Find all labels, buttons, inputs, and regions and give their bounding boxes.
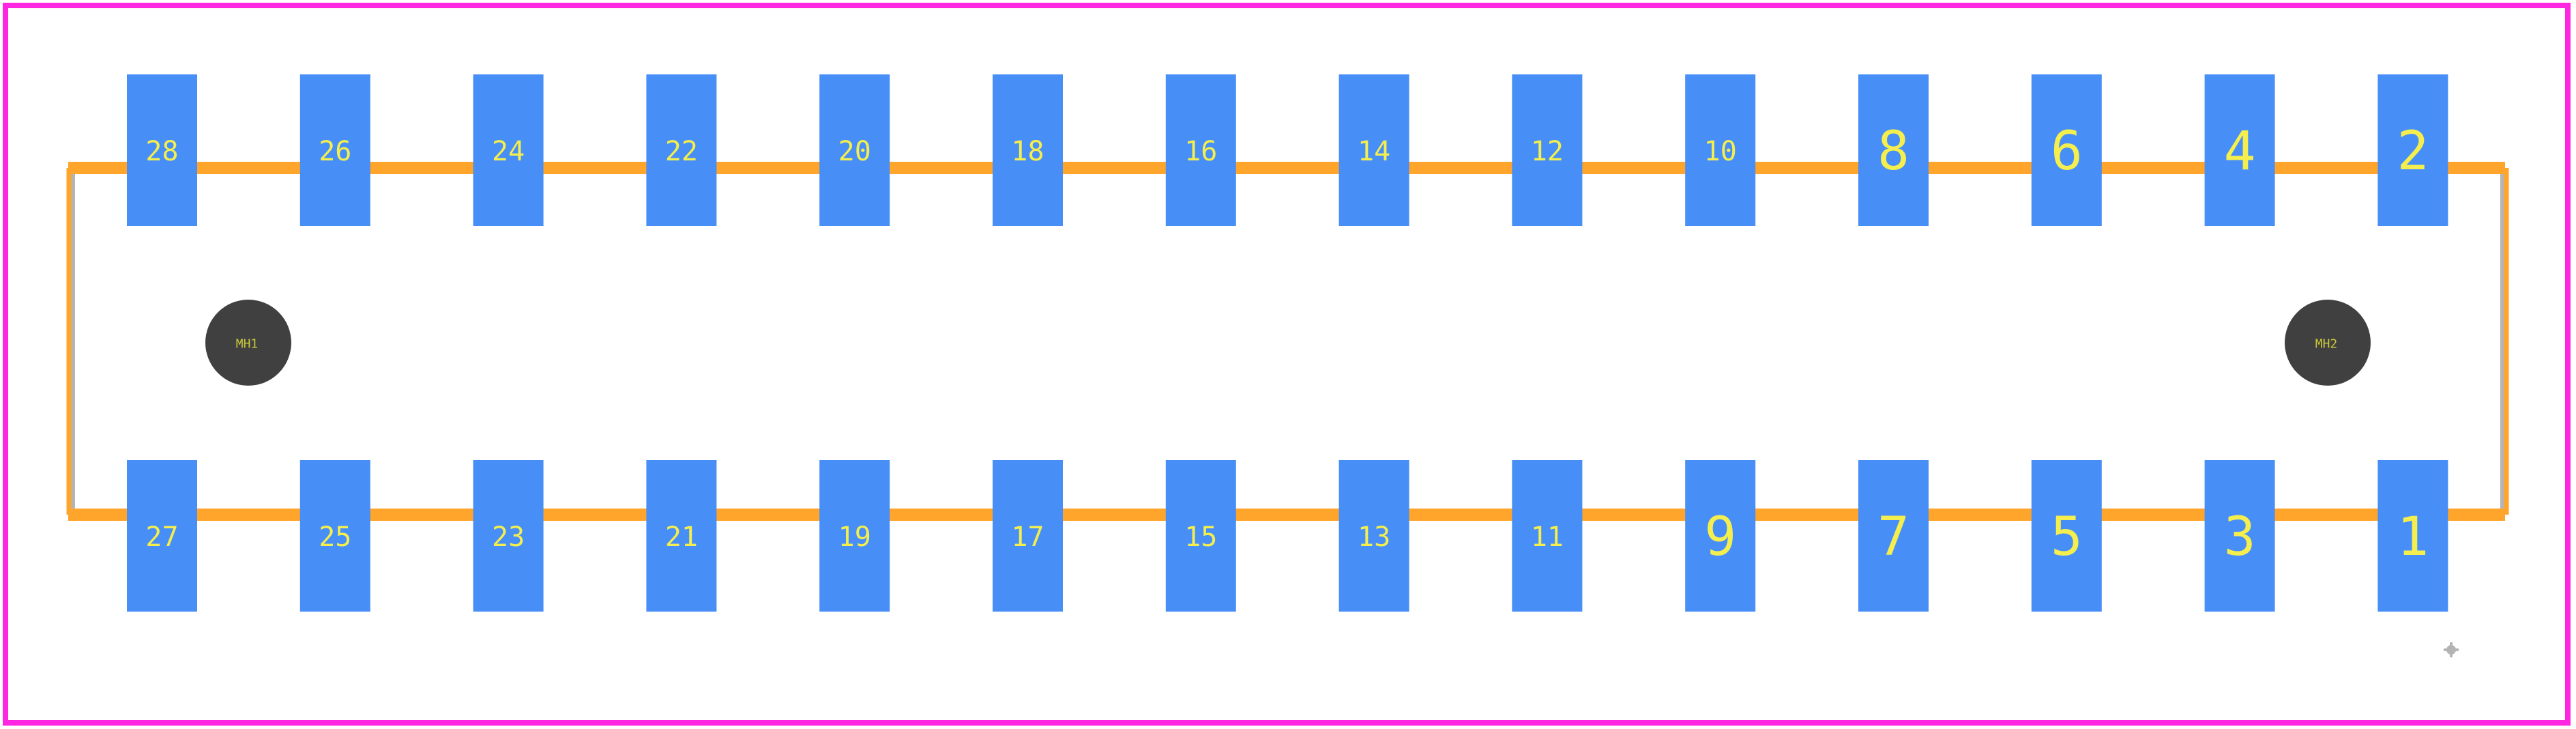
pad-26-copper: [299, 74, 370, 226]
pad-2-label: 2: [2397, 121, 2429, 182]
pad-27: 27: [127, 460, 197, 612]
pad-26: 26: [299, 74, 370, 226]
pad-20-copper: [819, 74, 890, 226]
pad-27-copper: [127, 460, 197, 612]
pad-10: 10: [1685, 74, 1756, 226]
mounting-hole-mh2-label: MH2: [2315, 337, 2338, 352]
courtyard-outline: [3, 3, 2571, 726]
pad-1-label: 1: [2397, 506, 2429, 568]
pad-16-label: 16: [1184, 136, 1217, 167]
pad-22: 22: [646, 74, 717, 226]
pad-28-copper: [127, 74, 197, 226]
mounting-hole-mh1: MH1: [205, 300, 291, 386]
pad-6: 6: [2031, 74, 2102, 226]
mounting-hole-mh1-label: MH1: [236, 337, 259, 352]
pad-3-label: 3: [2224, 506, 2256, 568]
pad-20: 20: [819, 74, 890, 226]
pad-5: 5: [2031, 460, 2102, 612]
pad-24: 24: [473, 74, 544, 226]
pad-3-copper: [2204, 460, 2275, 612]
pad-25-copper: [299, 460, 370, 612]
mounting-hole-mh2: MH2: [2285, 300, 2371, 386]
pad-28: 28: [127, 74, 197, 226]
pad-2-copper: [2377, 74, 2448, 226]
pad-19: 19: [819, 460, 890, 612]
pad-11-label: 11: [1531, 521, 1564, 553]
pad-14: 14: [1338, 74, 1409, 226]
pad-10-label: 10: [1704, 136, 1737, 167]
pad-5-copper: [2031, 460, 2102, 612]
pad-26-label: 26: [319, 136, 351, 167]
pad-15-label: 15: [1184, 521, 1217, 553]
pad-25-label: 25: [319, 521, 351, 553]
pad-1: 1: [2377, 460, 2448, 612]
pad-13: 13: [1338, 460, 1409, 612]
pad-7: 7: [1858, 460, 1929, 612]
pad-16: 16: [1165, 74, 1236, 226]
pad-11: 11: [1512, 460, 1583, 612]
silkscreen-side-edges: [66, 168, 2509, 515]
pad-28-label: 28: [145, 136, 178, 167]
pad-15: 15: [1165, 460, 1236, 612]
pad-23-copper: [473, 460, 544, 612]
pad-22-copper: [646, 74, 717, 226]
pad-7-copper: [1858, 460, 1929, 612]
pad-6-label: 6: [2051, 121, 2083, 182]
pad-9: 9: [1685, 460, 1756, 612]
pad-8-copper: [1858, 74, 1929, 226]
pad-23-label: 23: [492, 521, 525, 553]
pad-6-copper: [2031, 74, 2102, 226]
pad-24-label: 24: [492, 136, 525, 167]
pad-3: 3: [2204, 460, 2275, 612]
pad-22-label: 22: [665, 136, 698, 167]
pad-4: 4: [2204, 74, 2275, 226]
pad-18-label: 18: [1011, 136, 1044, 167]
pad-5-label: 5: [2051, 506, 2083, 568]
pad-25: 25: [299, 460, 370, 612]
pad-21: 21: [646, 460, 717, 612]
mounting-hole-mh1-drill: [205, 300, 291, 386]
origin-marker-icon: [2444, 642, 2459, 657]
pad-24-copper: [473, 74, 544, 226]
pad-8: 8: [1858, 74, 1929, 226]
fab-outline: [71, 168, 2504, 515]
pad-2: 2: [2377, 74, 2448, 226]
pad-13-copper: [1338, 460, 1409, 612]
pad-9-copper: [1685, 460, 1756, 612]
pad-16-copper: [1165, 74, 1236, 226]
pad-15-copper: [1165, 460, 1236, 612]
pad-8-label: 8: [1877, 121, 1909, 182]
pad-18-copper: [993, 74, 1063, 226]
pad-18: 18: [993, 74, 1063, 226]
pad-21-label: 21: [665, 521, 698, 553]
pad-20-label: 20: [838, 136, 871, 167]
pad-4-copper: [2204, 74, 2275, 226]
pad-19-label: 19: [838, 521, 871, 553]
pad-12-copper: [1512, 74, 1583, 226]
pad-13-label: 13: [1358, 521, 1390, 553]
pad-1-copper: [2377, 460, 2448, 612]
pad-14-label: 14: [1358, 136, 1390, 167]
pad-7-label: 7: [1877, 506, 1909, 568]
pad-17-label: 17: [1011, 521, 1044, 553]
pad-14-copper: [1338, 74, 1409, 226]
pad-10-copper: [1685, 74, 1756, 226]
pad-23: 23: [473, 460, 544, 612]
pad-17: 17: [993, 460, 1063, 612]
pad-27-label: 27: [145, 521, 178, 553]
pad-17-copper: [993, 460, 1063, 612]
pad-12: 12: [1512, 74, 1583, 226]
pad-12-label: 12: [1531, 136, 1564, 167]
pad-4-label: 4: [2224, 121, 2256, 182]
pad-19-copper: [819, 460, 890, 612]
pad-9-label: 9: [1704, 506, 1736, 568]
pad-11-copper: [1512, 460, 1583, 612]
mounting-hole-mh2-drill: [2285, 300, 2371, 386]
pad-21-copper: [646, 460, 717, 612]
